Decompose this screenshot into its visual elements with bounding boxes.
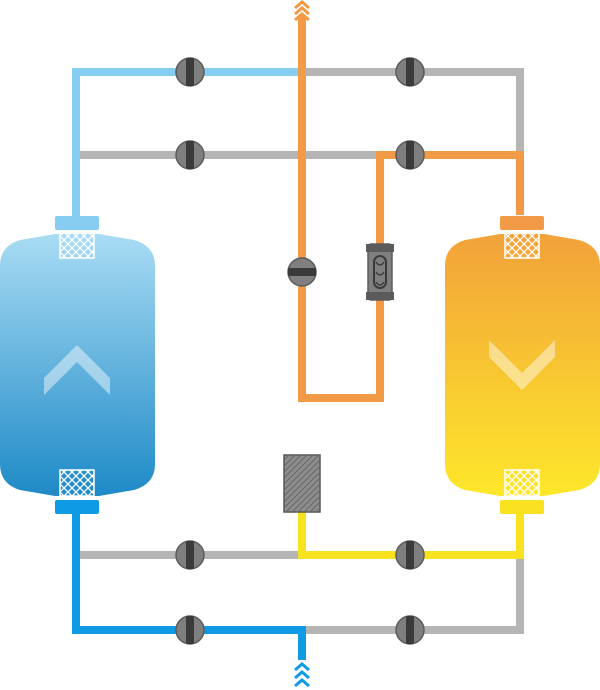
left-tank-top-flange	[55, 216, 99, 230]
valves	[175, 57, 425, 645]
valve-center-orange[interactable]	[287, 257, 317, 287]
valve-upper-left[interactable]	[175, 140, 205, 170]
left-tank-bottom-filter	[59, 469, 95, 497]
chevron-up-icon	[44, 345, 110, 395]
valve-handle	[186, 58, 194, 86]
valve-handle	[186, 616, 194, 644]
outlet-chevron-icon	[294, 662, 310, 688]
valve-bottom-left[interactable]	[175, 615, 205, 645]
right-tank	[445, 216, 600, 514]
valve-top-left[interactable]	[175, 57, 205, 87]
pipe-gray-bottom	[302, 555, 524, 634]
right-tank-top-filter	[504, 231, 540, 259]
valve-handle	[406, 58, 414, 86]
chevron-down-icon	[489, 340, 555, 390]
valve-lower-right[interactable]	[395, 540, 425, 570]
inlet-chevron-icon	[294, 0, 310, 22]
valve-handle	[186, 141, 194, 169]
valve-handle	[406, 541, 414, 569]
left-tank-body	[0, 234, 155, 496]
left-tank	[0, 216, 155, 514]
valve-upper-right[interactable]	[395, 140, 425, 170]
right-tank-bottom-flange	[500, 500, 544, 514]
muffler-icon	[283, 454, 321, 513]
valve-handle	[186, 541, 194, 569]
pipe-gray-top	[300, 68, 524, 155]
pipe-light-blue-outlet	[72, 68, 300, 218]
right-tank-body	[445, 234, 600, 496]
right-tank-bottom-filter	[504, 469, 540, 497]
valve-lower-left[interactable]	[175, 540, 205, 570]
valve-handle	[288, 268, 316, 276]
right-tank-top-flange	[500, 216, 544, 230]
valve-handle	[406, 141, 414, 169]
valve-bottom-right[interactable]	[395, 615, 425, 645]
valve-top-right[interactable]	[395, 57, 425, 87]
left-tank-bottom-flange	[55, 500, 99, 514]
left-tank-top-filter	[59, 231, 95, 259]
check-valve-icon	[366, 243, 394, 301]
valve-handle	[406, 616, 414, 644]
